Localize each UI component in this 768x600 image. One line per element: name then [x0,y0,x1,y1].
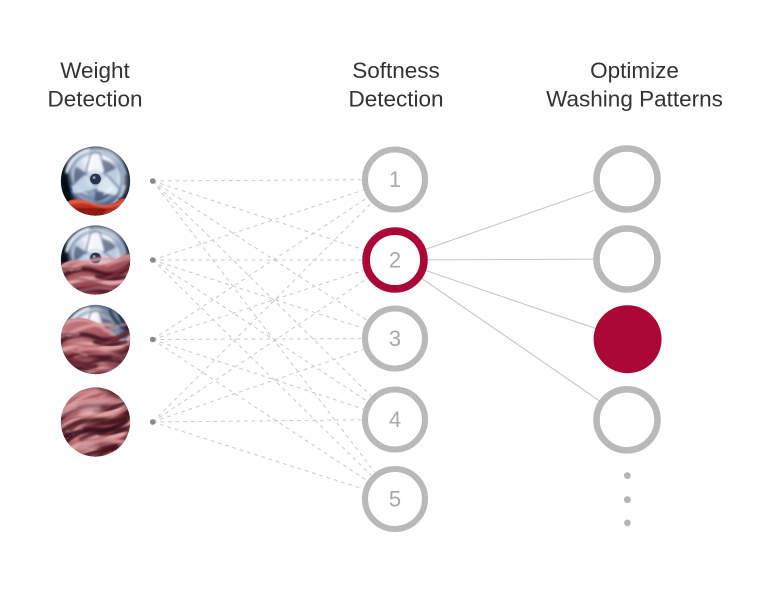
svg-text:Softness: Softness [352,58,440,83]
svg-text:1: 1 [389,167,401,192]
svg-text:Detection: Detection [348,86,443,111]
svg-text:Detection: Detection [47,86,142,111]
svg-text:Optimize: Optimize [590,58,679,83]
svg-text:5: 5 [389,487,401,512]
svg-text:4: 4 [389,407,401,432]
svg-text:Weight: Weight [60,58,130,83]
svg-text:2: 2 [389,248,401,273]
svg-text:Washing Patterns: Washing Patterns [546,86,723,111]
svg-text:3: 3 [389,326,401,351]
